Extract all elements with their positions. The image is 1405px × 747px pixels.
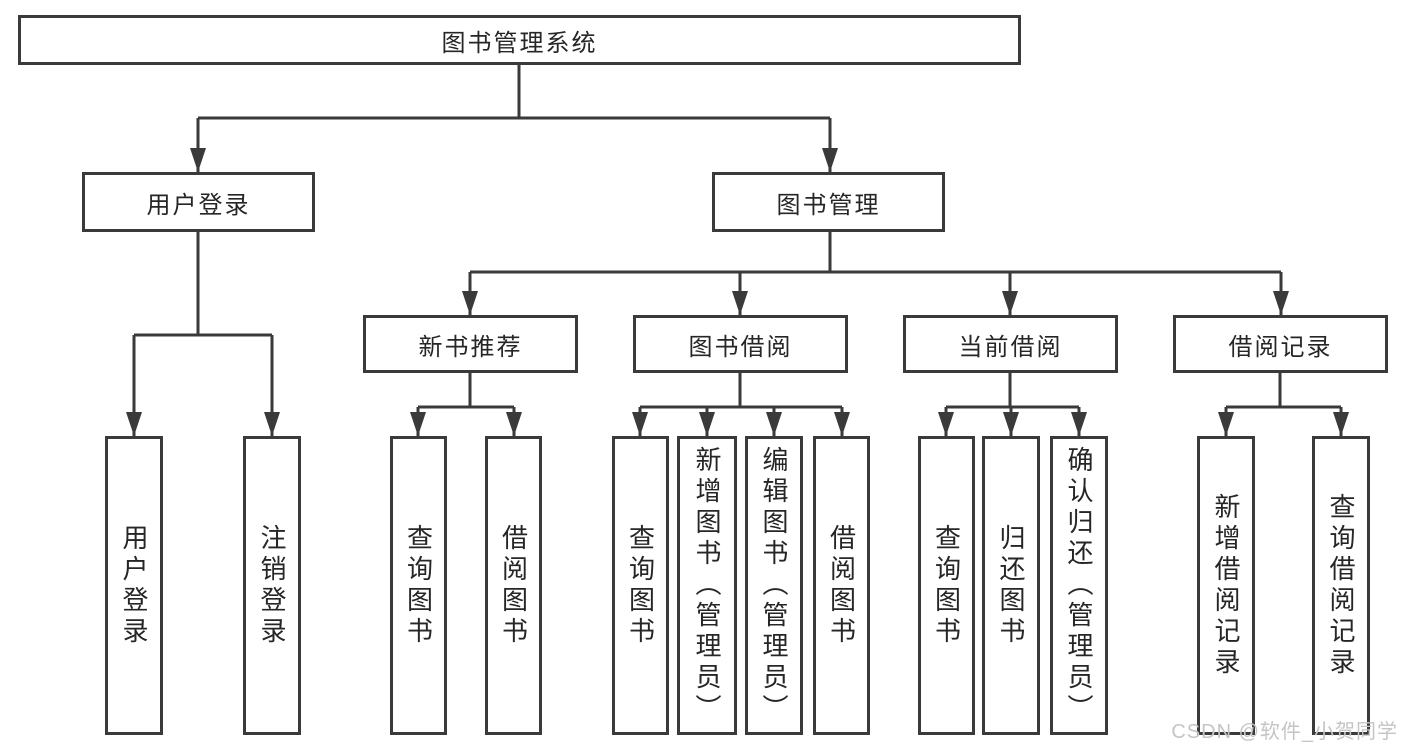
node-root-label: 图书管理系统 xyxy=(441,29,598,57)
node-label: 确认归还（管理员） xyxy=(1064,446,1094,725)
connector-book-mgmt-to-level3 xyxy=(462,232,1289,315)
node-leaf-br-add-record: 新增借阅记录 xyxy=(1197,436,1255,735)
node-label: 注销登录 xyxy=(257,523,287,648)
connector-book-borrow-to-leaves xyxy=(632,373,850,436)
node-book-borrowing: 图书借阅 xyxy=(633,315,848,373)
node-new-book-recommendation: 新书推荐 xyxy=(363,315,578,373)
node-leaf-logout: 注销登录 xyxy=(243,436,301,735)
node-label: 新增图书（管理员） xyxy=(692,446,722,725)
node-label: 当前借阅 xyxy=(958,333,1063,361)
node-user-login-branch: 用户登录 xyxy=(82,172,315,232)
node-label: 借阅图书 xyxy=(826,523,857,648)
node-leaf-user-login: 用户登录 xyxy=(105,436,163,735)
connector-new-book-rec-to-leaves xyxy=(410,373,522,436)
node-label: 归还图书 xyxy=(996,523,1026,648)
node-label: 查询图书 xyxy=(931,523,962,648)
node-leaf-br-query-record: 查询借阅记录 xyxy=(1312,436,1370,735)
node-current-borrowing: 当前借阅 xyxy=(903,315,1118,373)
node-label: 编辑图书（管理员） xyxy=(759,446,789,725)
csdn-watermark: CSDN @软件_小贺同学 xyxy=(1171,721,1398,743)
node-label: 图书管理 xyxy=(776,191,881,219)
node-label: 查询图书 xyxy=(403,523,434,648)
node-label: 新增借阅记录 xyxy=(1211,492,1241,679)
node-leaf-nbr-query-books: 查询图书 xyxy=(390,436,447,735)
node-label: 查询借阅记录 xyxy=(1326,492,1356,679)
node-book-management: 图书管理 xyxy=(712,172,945,232)
node-label: 图书借阅 xyxy=(688,333,793,361)
connector-current-borrow-to-leaves xyxy=(938,373,1087,436)
node-leaf-nbr-borrow-books: 借阅图书 xyxy=(485,436,542,735)
node-leaf-bb-add-books-admin: 新增图书（管理员） xyxy=(677,436,737,735)
node-leaf-cb-query-books: 查询图书 xyxy=(918,436,975,735)
node-label: 借阅记录 xyxy=(1228,333,1333,361)
node-label: 用户登录 xyxy=(119,523,149,648)
node-label: 新书推荐 xyxy=(418,333,523,361)
node-leaf-bb-edit-books-admin: 编辑图书（管理员） xyxy=(745,436,803,735)
connector-borrow-record-to-leaves xyxy=(1218,373,1349,436)
node-leaf-cb-confirm-return-admin: 确认归还（管理员） xyxy=(1050,436,1108,735)
node-leaf-bb-query-books: 查询图书 xyxy=(612,436,669,735)
node-leaf-bb-borrow-books: 借阅图书 xyxy=(813,436,870,735)
node-label: 借阅图书 xyxy=(498,523,529,648)
node-root: 图书管理系统 xyxy=(18,15,1021,65)
node-label: 查询图书 xyxy=(625,523,656,648)
connector-root-to-level2 xyxy=(190,65,838,172)
node-borrowing-records: 借阅记录 xyxy=(1173,315,1388,373)
connector-user-login-to-leaves xyxy=(126,232,280,436)
node-leaf-cb-return-books: 归还图书 xyxy=(982,436,1040,735)
node-label: 用户登录 xyxy=(146,191,251,219)
